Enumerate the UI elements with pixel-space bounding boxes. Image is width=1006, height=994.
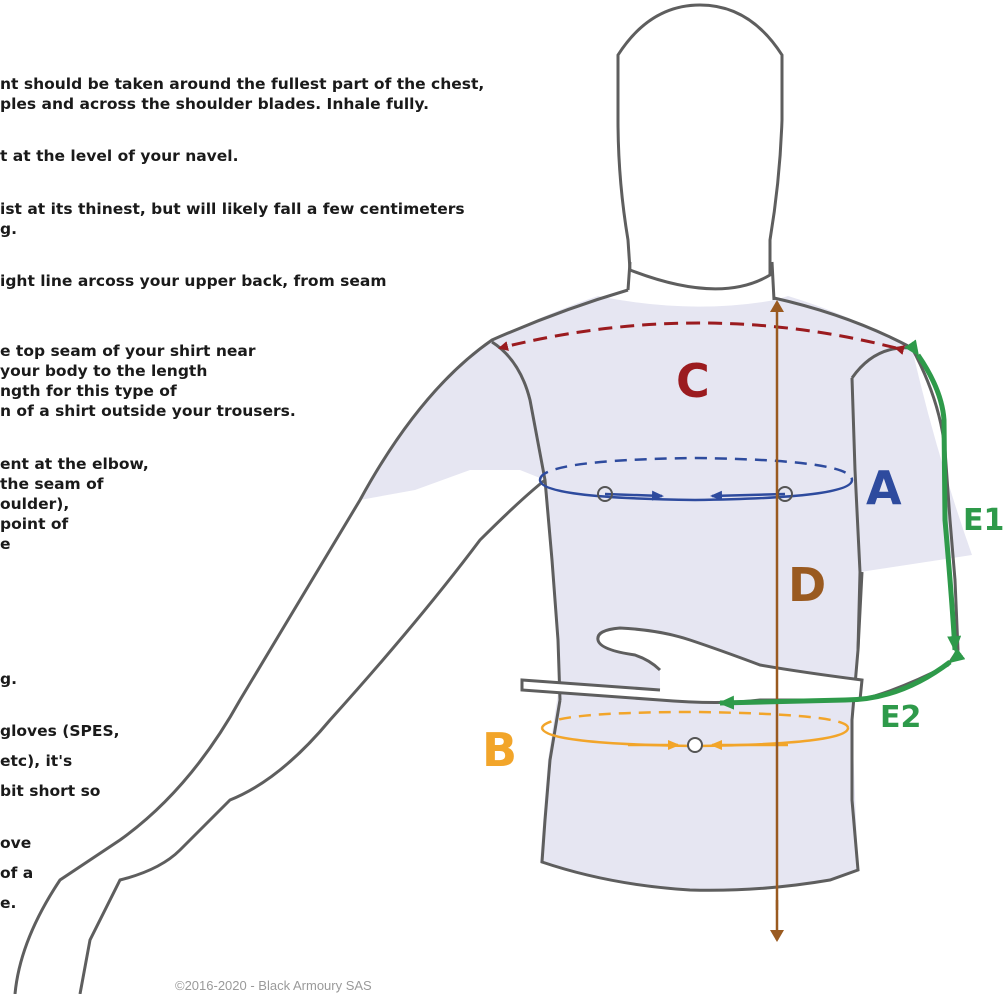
head [618,5,782,289]
label-e1: E1 [963,503,1004,538]
label-e2: E2 [880,700,921,735]
label-a: A [866,461,902,515]
label-b: B [482,723,517,777]
left-arm-outline [80,480,545,994]
copyright-notice: ©2016-2020 - Black Armoury SAS [175,978,372,993]
label-d: D [788,558,826,612]
shirt-shape [360,296,972,890]
navel-point [688,738,702,752]
label-c: C [676,354,710,408]
